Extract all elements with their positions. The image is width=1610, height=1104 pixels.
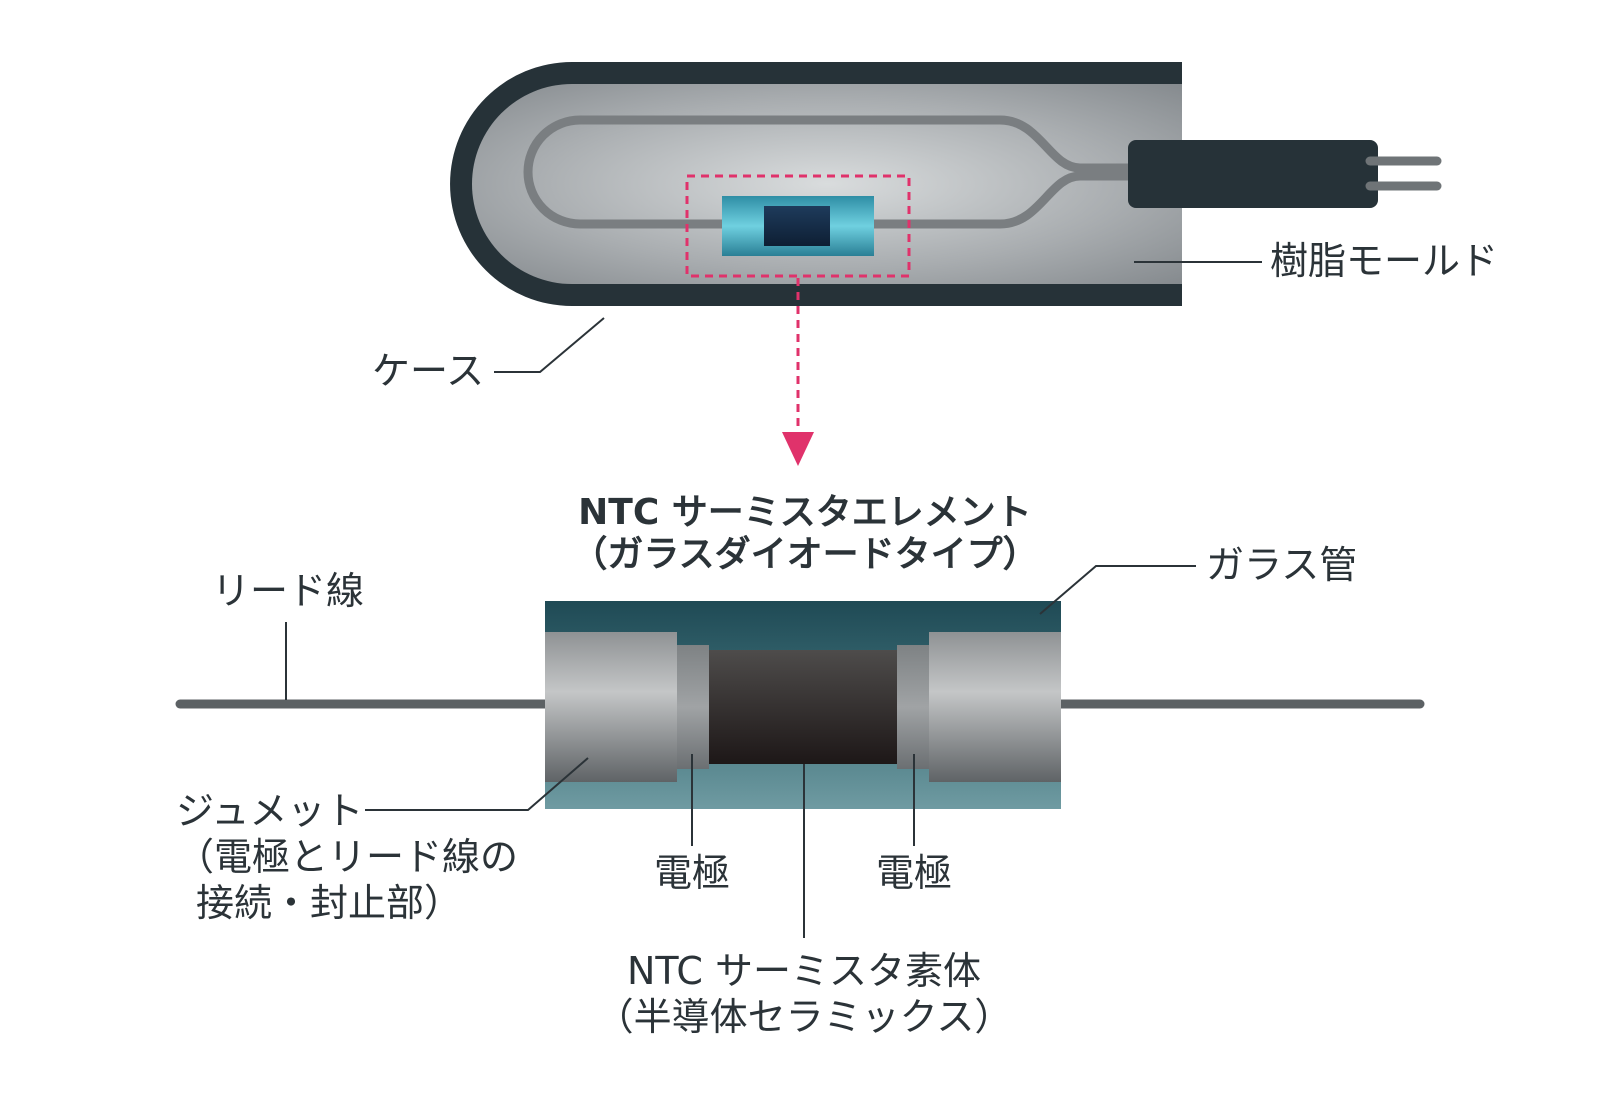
- label-dumet-line3: 接続・封止部）: [196, 881, 462, 925]
- element-title-line2: （ガラスダイオードタイプ）: [571, 534, 1038, 575]
- label-thermistor-body-line2: （半導体セラミックス）: [596, 995, 1013, 1039]
- zoom-arrow-head: [782, 432, 814, 466]
- label-dumet-line1: ジュメット: [176, 789, 363, 833]
- label-thermistor-body-line1: NTC サーミスタ素体: [627, 949, 981, 993]
- element-title-line1: NTC サーミスタエレメント: [578, 492, 1032, 533]
- label-lead-wire: リード線: [212, 569, 364, 613]
- thermistor-body: [709, 650, 897, 764]
- leader-dumet: [365, 757, 589, 811]
- leader-glass-tube: [1039, 565, 1196, 615]
- label-dumet-line2: （電極とリード線の: [176, 835, 518, 879]
- label-electrode-right: 電極: [876, 851, 952, 895]
- dumet-right: [929, 632, 1061, 782]
- electrode-left: [677, 645, 709, 769]
- glass-diode-element: [175, 601, 1425, 809]
- highlight-box: [685, 174, 911, 278]
- label-resin-mold: 樹脂モールド: [1270, 239, 1498, 283]
- leader-case: [494, 317, 605, 373]
- electrode-right: [897, 645, 929, 769]
- resin-mold: [472, 84, 1182, 284]
- dumet-left: [545, 632, 677, 782]
- cable-connector: [1128, 140, 1378, 208]
- label-glass-tube: ガラス管: [1206, 543, 1357, 587]
- inner-lead-loop: [523, 115, 1130, 229]
- sensor-case: [450, 62, 1442, 466]
- label-case: ケース: [372, 349, 484, 393]
- label-electrode-left: 電極: [654, 851, 730, 895]
- mini-thermistor-element: [722, 196, 874, 256]
